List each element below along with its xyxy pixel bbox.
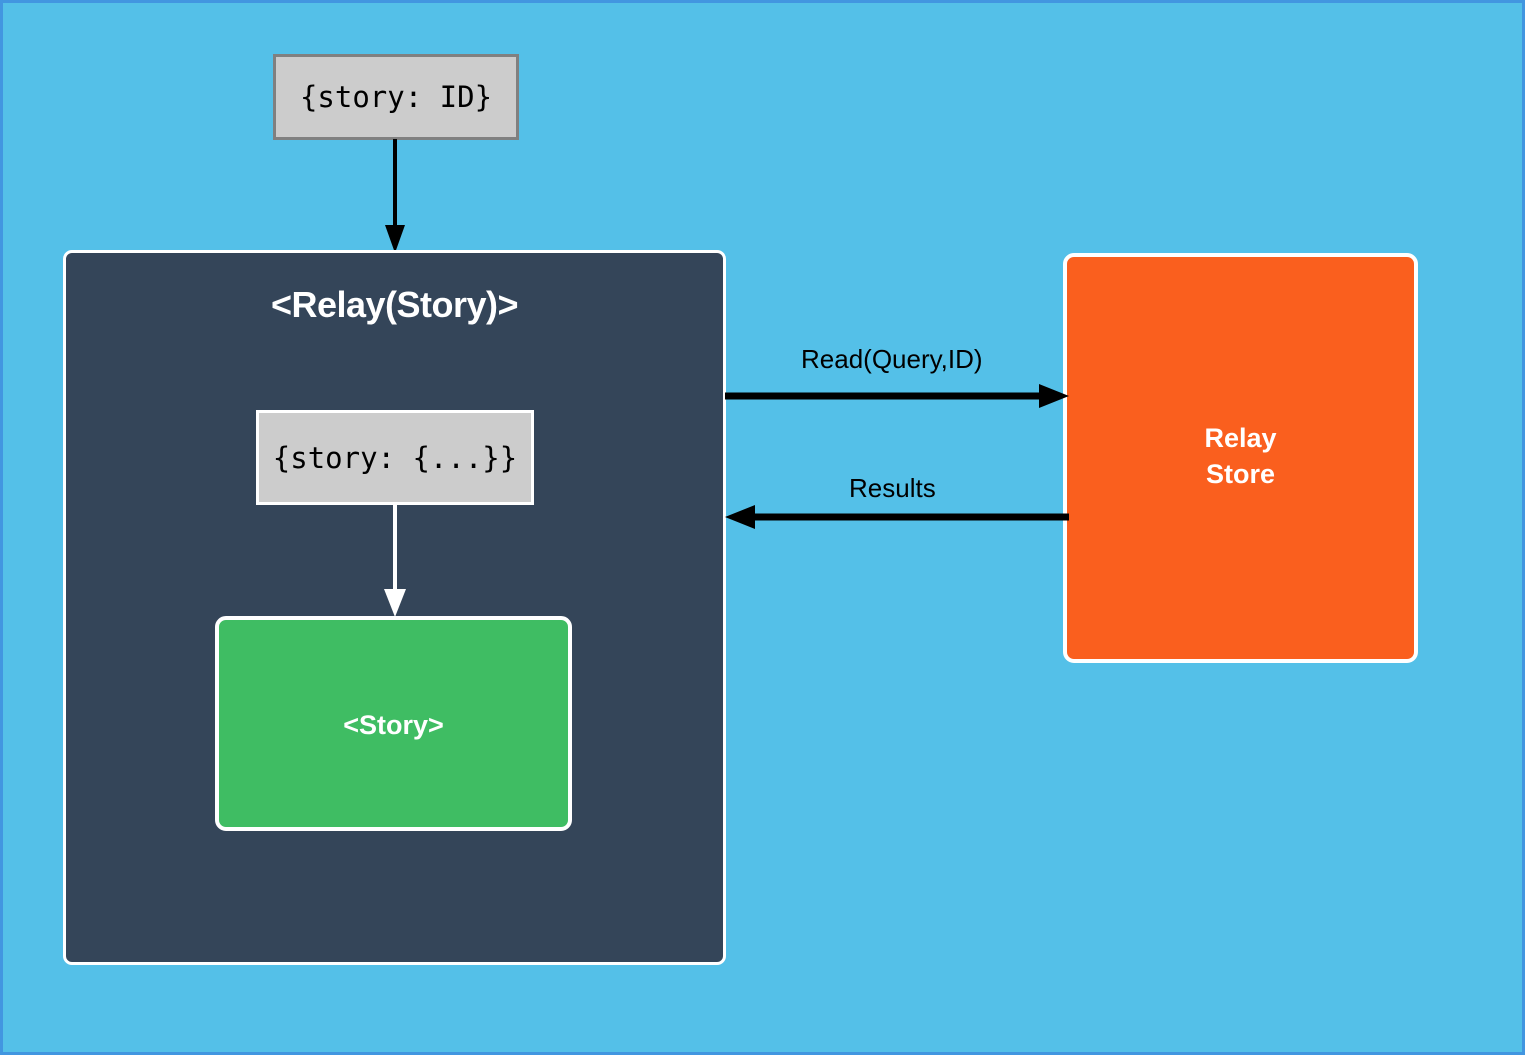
relay-store-label-line2: Store [1205, 458, 1276, 489]
relay-store-label: Relay Store [1067, 421, 1414, 493]
relay-story-title: <Relay(Story)> [270, 284, 519, 325]
arrow-left-icon-results [725, 505, 1069, 529]
props-box-story-object-text: {story: {...}} [272, 440, 518, 475]
story-component-box: <Story> [215, 616, 572, 831]
props-box-story-id: {story: ID} [273, 54, 519, 140]
flow-label-read: Read(Query,ID) [801, 344, 983, 374]
arrow-down-icon-props-to-container [385, 139, 405, 253]
arrow-right-icon-read [725, 384, 1069, 408]
props-box-story-object: {story: {...}} [256, 410, 534, 505]
relay-store-box: Relay Store [1063, 253, 1418, 663]
flow-label-results: Results [849, 473, 936, 503]
arrow-down-icon-props-to-story [384, 505, 406, 617]
relay-store-label-line1: Relay [1204, 423, 1277, 453]
story-component-label: <Story> [343, 710, 444, 740]
props-box-story-id-text: {story: ID} [299, 80, 493, 114]
